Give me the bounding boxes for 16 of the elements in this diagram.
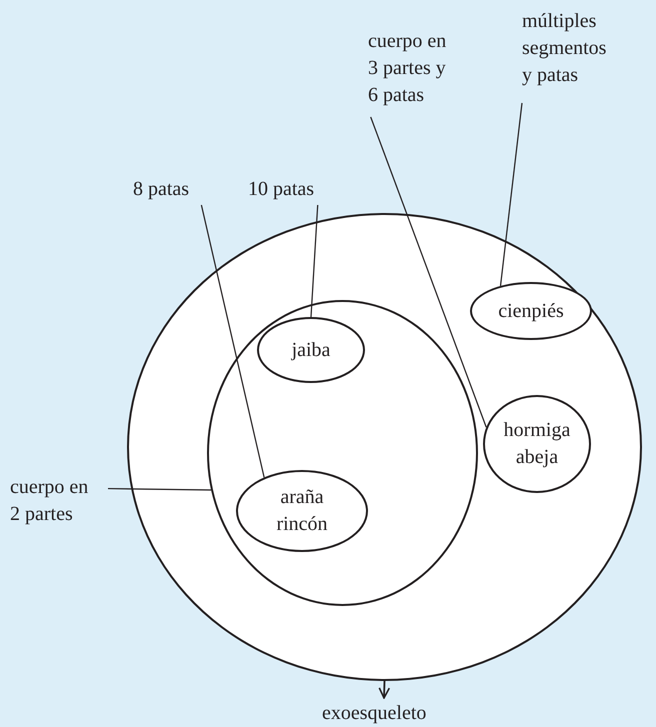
leader-line: [500, 102, 523, 286]
label-text: múltiples segmentos y patas: [522, 9, 608, 88]
label-text: exoesqueleto: [322, 700, 428, 726]
node-label: jaiba: [292, 338, 330, 362]
label-text: cuerpo en 2 partes: [10, 475, 90, 527]
leader-line: [200, 204, 265, 478]
leader-line: [310, 204, 318, 318]
label-text: cuerpo en 3 partes y 6 patas: [368, 29, 448, 108]
leader-line: [108, 488, 212, 491]
arrow: [378, 680, 390, 699]
label-text: 10 patas: [248, 177, 316, 202]
label-text: 8 patas: [133, 177, 190, 202]
node-label: hormiga abeja: [502, 418, 572, 470]
node-label: cienpiés: [498, 298, 564, 324]
node-label: araña rincón: [275, 485, 329, 537]
leader-line: [370, 116, 487, 428]
